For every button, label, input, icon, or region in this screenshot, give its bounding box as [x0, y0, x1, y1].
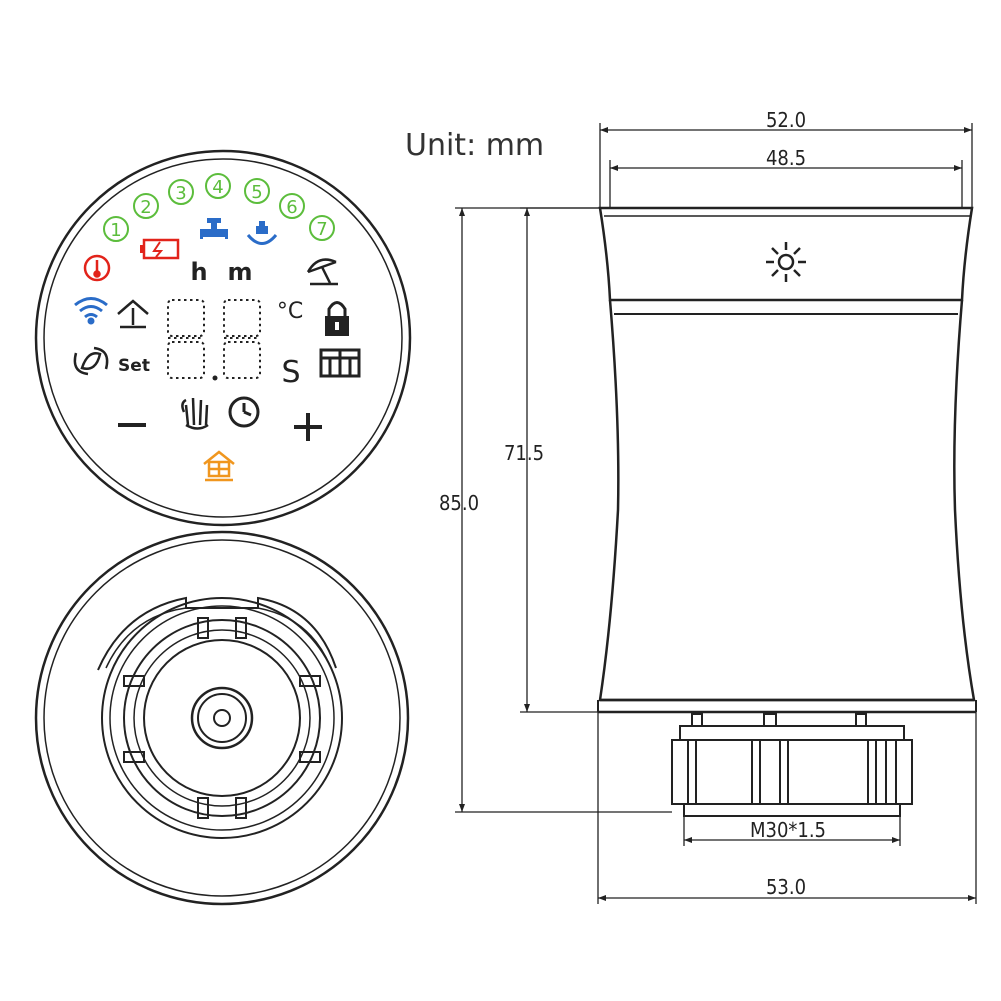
dim-thread: M30*1.5	[750, 818, 826, 842]
sun-icon	[766, 242, 806, 282]
svg-text:2: 2	[140, 197, 151, 218]
unit-label: Unit: mm	[405, 128, 544, 163]
dim-body-height: 71.5	[504, 441, 544, 465]
display-panel-top-view: 1 2 3 4 5 6 7	[34, 149, 412, 527]
thermometer-icon	[83, 254, 111, 282]
dim-top-outer-width: 52.0	[766, 108, 806, 132]
plus-button[interactable]	[294, 413, 322, 441]
svg-text:1: 1	[110, 220, 121, 241]
window-icon	[319, 348, 361, 378]
home-schedule-icon	[203, 450, 235, 482]
celsius-label: °C	[277, 299, 303, 324]
home-temperature-icon	[117, 299, 149, 329]
valve-icon	[200, 218, 228, 239]
hour-label: h	[190, 258, 207, 286]
mode-1-icon: 1	[103, 216, 129, 242]
mode-4-icon: 4	[205, 173, 231, 199]
dim-top-inner-width: 48.5	[766, 146, 806, 170]
numbered-mode-icons: 1 2 3 4 5 6 7	[103, 173, 335, 242]
hand-icon	[181, 397, 209, 430]
beach-umbrella-icon	[306, 258, 338, 286]
mode-6-icon: 6	[279, 193, 305, 219]
valve-rotate-icon	[246, 221, 278, 245]
dim-total-height: 85.0	[439, 491, 479, 515]
svg-text:7: 7	[316, 219, 327, 240]
battery-icon	[140, 238, 180, 260]
dimension-arrows	[459, 127, 976, 901]
mode-5-icon: 5	[244, 178, 270, 204]
svg-text:4: 4	[212, 177, 223, 198]
s-label: S	[281, 355, 300, 390]
decimal-point	[212, 375, 218, 381]
segment-digits	[167, 299, 261, 379]
mode-3-icon: 3	[168, 179, 194, 205]
mode-2-icon: 2	[133, 193, 159, 219]
svg-text:3: 3	[175, 183, 186, 204]
bottom-clips	[123, 617, 321, 819]
wifi-icon	[74, 297, 108, 325]
lock-icon	[325, 301, 349, 336]
eco-icon	[73, 346, 109, 376]
thread-connector	[671, 713, 913, 817]
minute-label: m	[227, 258, 252, 286]
dim-bottom-width: 53.0	[766, 875, 806, 899]
svg-text:5: 5	[251, 182, 262, 203]
clock-icon	[228, 396, 260, 428]
bottom-view	[34, 530, 410, 906]
mode-7-icon: 7	[309, 215, 335, 241]
svg-text:6: 6	[286, 197, 297, 218]
set-label: Set	[118, 356, 150, 376]
dimension-lines	[455, 123, 977, 904]
side-view	[597, 206, 977, 817]
